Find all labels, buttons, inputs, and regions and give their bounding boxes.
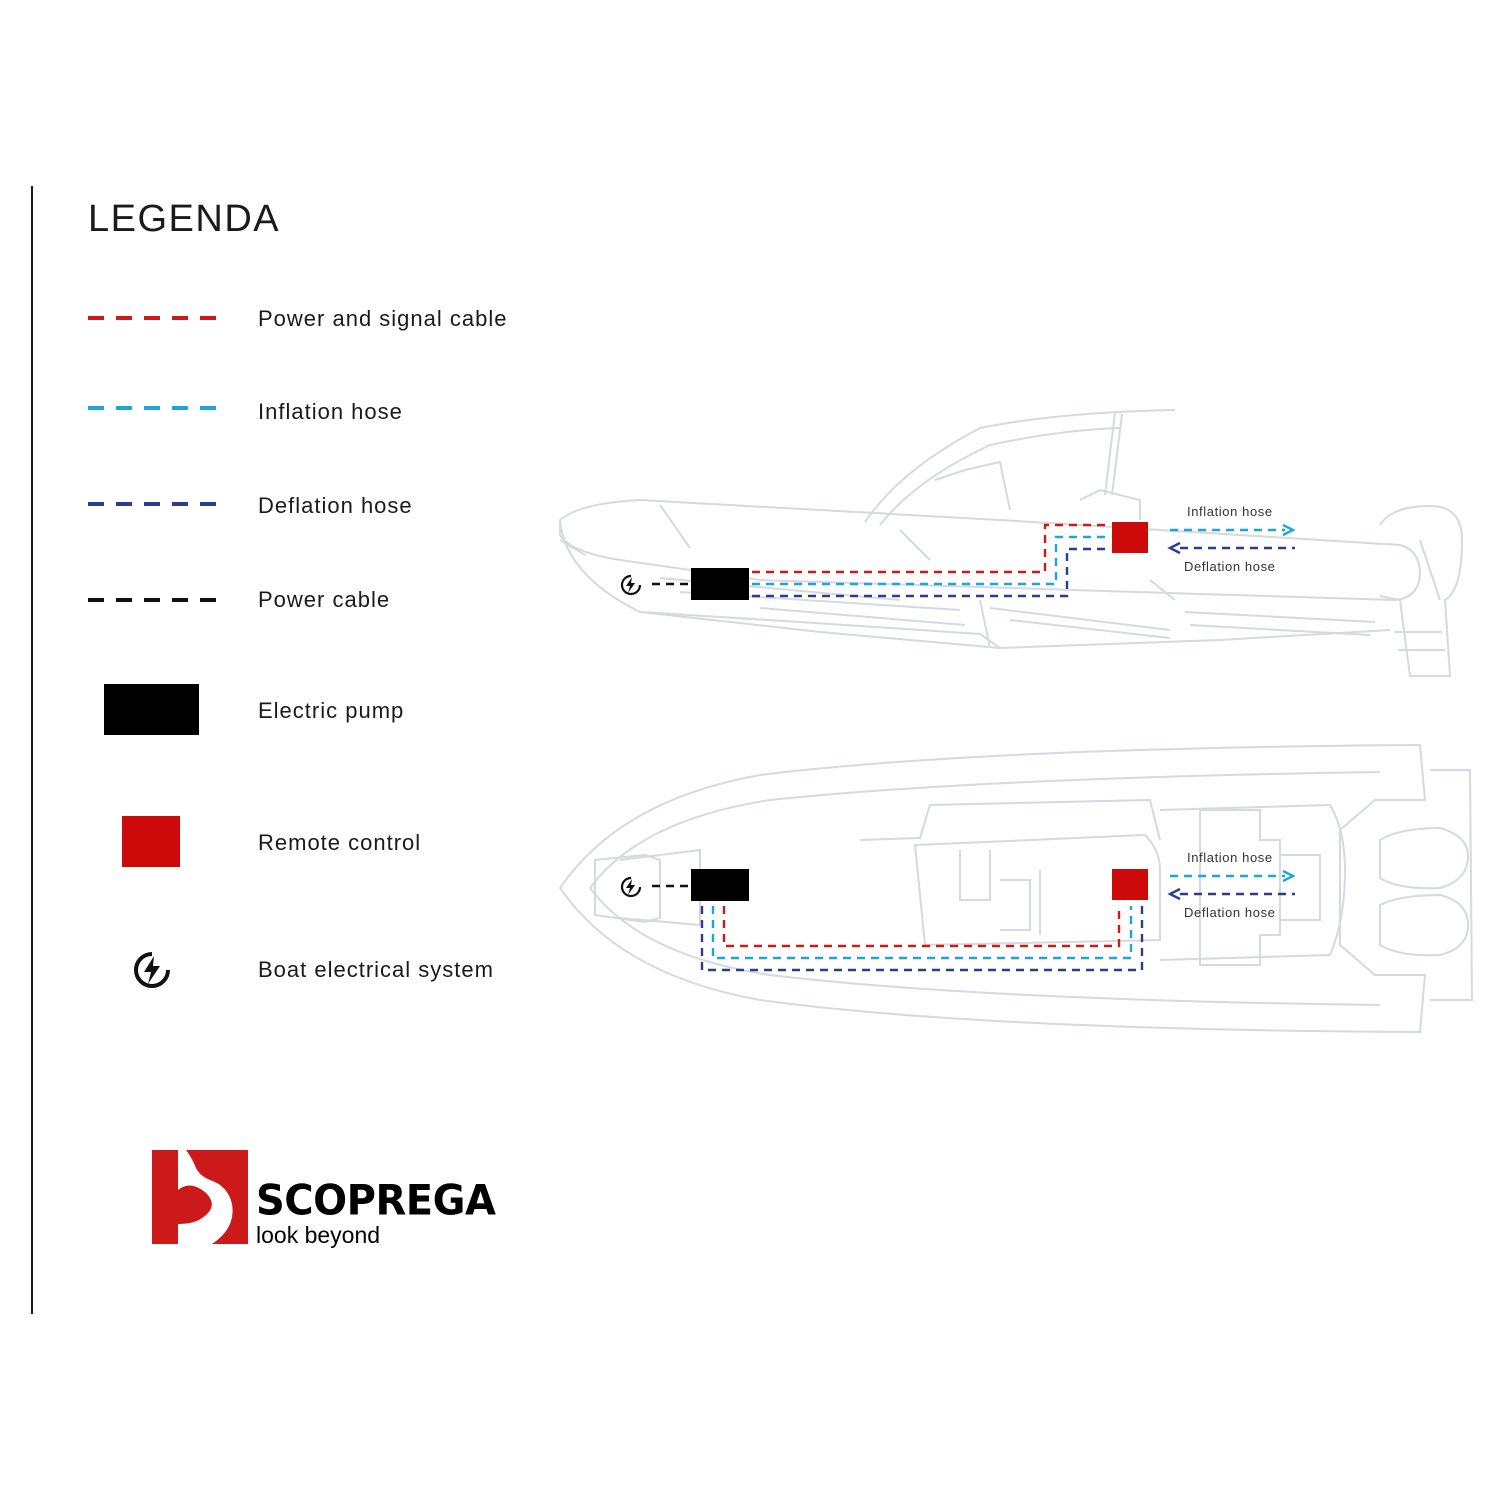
top-inflation-hose <box>711 906 1133 960</box>
brand-name: SCOPREGA <box>256 1176 496 1226</box>
legend-label-remote-control: Remote control <box>258 830 422 855</box>
top-deflation-hose <box>700 906 1144 972</box>
side-power-signal-cable <box>752 523 1110 574</box>
top-deflation-arrow-icon <box>1167 887 1181 901</box>
side-inflation-arrow-icon <box>1282 523 1296 537</box>
legend-swatch-electric-pump <box>104 684 199 735</box>
legend-swatch-power-cable <box>88 598 216 602</box>
top-inflation-arrow-icon <box>1282 869 1296 883</box>
frame-divider-line <box>31 186 33 1314</box>
top-deflation-hose-label: Deflation hose <box>1184 905 1276 920</box>
legend-label-electric-pump: Electric pump <box>258 698 405 723</box>
scoprega-logo-icon <box>152 1150 248 1244</box>
legend-title: LEGENDA <box>88 198 281 240</box>
legend-label-power-signal-cable: Power and signal cable <box>258 306 508 331</box>
side-deflation-hose <box>752 547 1110 598</box>
legend-label-inflation-hose: Inflation hose <box>258 399 403 424</box>
legend-label-deflation-hose: Deflation hose <box>258 493 413 518</box>
legend-swatch-inflation-hose <box>88 406 216 410</box>
legend-label-power-cable: Power cable <box>258 587 391 612</box>
legend-swatch-power-signal-cable <box>88 316 216 320</box>
legend-swatch-deflation-hose <box>88 502 216 506</box>
side-inflation-hose <box>752 535 1110 586</box>
side-view-connections <box>652 523 1295 598</box>
top-electric-pump <box>691 869 749 901</box>
side-deflation-arrow-icon <box>1167 541 1181 555</box>
legend-swatch-remote-control <box>122 816 180 867</box>
top-power-signal-cable <box>722 906 1121 948</box>
side-view-boat-outline <box>559 409 1464 677</box>
side-electric-pump <box>691 568 749 600</box>
top-view-boat-outline <box>558 743 1474 1034</box>
brand-tagline: look beyond <box>256 1222 381 1248</box>
top-remote-control <box>1112 869 1148 900</box>
top-inflation-hose-label: Inflation hose <box>1187 850 1273 865</box>
top-lightning-bolt-icon <box>620 876 642 898</box>
side-remote-control <box>1112 522 1148 553</box>
side-deflation-hose-label: Deflation hose <box>1184 559 1276 574</box>
lightning-bolt-icon <box>134 952 170 988</box>
side-inflation-hose-label: Inflation hose <box>1187 504 1273 519</box>
top-view-connections <box>652 874 1295 972</box>
side-lightning-bolt-icon <box>620 574 642 596</box>
legend-label-boat-electrical-system: Boat electrical system <box>258 957 494 982</box>
